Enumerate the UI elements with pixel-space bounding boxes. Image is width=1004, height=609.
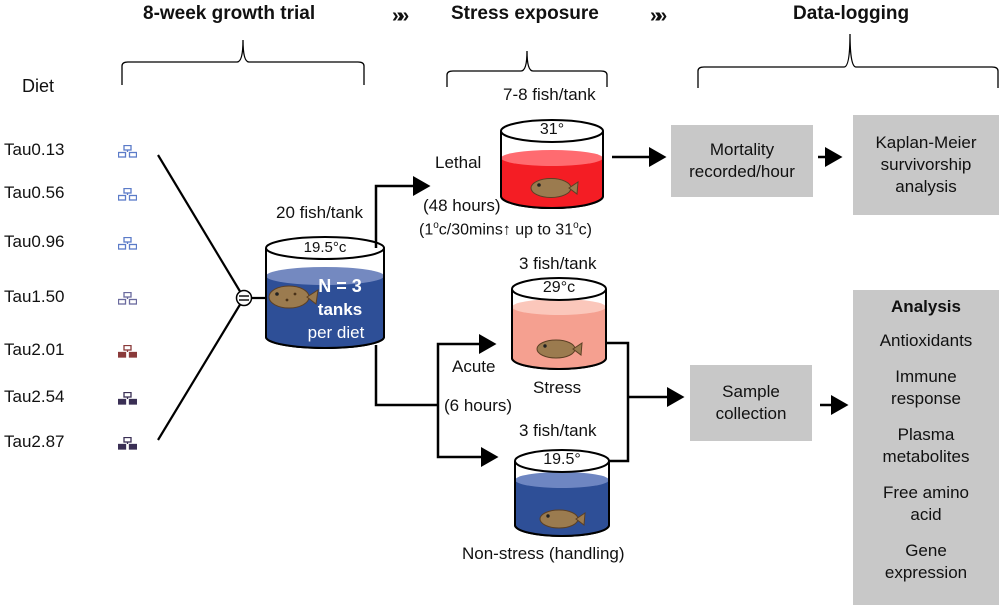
analysis-title: Analysis — [891, 297, 961, 316]
analysis-item-0: Antioxidants — [880, 330, 973, 352]
kaplan-line-2: survivorship — [880, 155, 972, 174]
arrow-to-lethal — [374, 176, 431, 248]
growth-tank-tanks: tanks — [317, 300, 363, 319]
lethal-ramp-part-a: (1 — [419, 221, 434, 239]
sample-line-1: Sample — [722, 382, 780, 401]
analysis-item-4-line-0: Gene — [905, 541, 947, 560]
mortality-line-2: recorded/hour — [689, 162, 795, 181]
growth-brace — [121, 39, 365, 85]
analysis-item-2: Plasma metabolites — [883, 424, 970, 468]
sample-line-2: collection — [715, 404, 787, 423]
header-chevron-2: »» — [650, 5, 667, 27]
diet-label: Diet — [22, 76, 55, 96]
analysis-item-1: Immune response — [891, 366, 961, 410]
growth-tank-fish-icon — [268, 285, 319, 309]
growth-tank-n: N = 3 — [318, 276, 362, 296]
growth-fish-per-tank: 20 fish/tank — [276, 203, 363, 222]
acute-branch-up — [436, 334, 497, 405]
diet-4-tank-icon — [117, 344, 138, 358]
growth-tank-temp: 19.5°c — [303, 239, 347, 256]
lethal-ramp-sup-2: o — [573, 220, 579, 231]
lethal-fish-per-tank: 7-8 fish/tank — [503, 85, 596, 104]
lethal-tank-fish-icon — [530, 178, 579, 198]
logging-brace — [697, 33, 999, 88]
stress-label: Stress — [533, 378, 582, 397]
lethal-tank-temp: 31° — [539, 121, 565, 138]
acute-branch-down — [436, 405, 499, 467]
diet-0-tank-icon — [117, 144, 138, 158]
nonstress-to-merge — [609, 394, 630, 463]
diet-1-label: Tau0.56 — [4, 183, 65, 202]
analysis-item-2-line-1: metabolites — [882, 447, 970, 466]
sample-collection-box: Sample collection — [690, 365, 812, 441]
diet-3-tank-icon — [117, 291, 138, 305]
analysis-item-3-line-0: Free amino — [883, 483, 969, 502]
lethal-ramp-part-d: c) — [578, 221, 592, 239]
stress-tank — [511, 277, 607, 370]
kaplan-line-1: Kaplan-Meier — [875, 133, 977, 152]
analysis-item-4: Gene expression — [885, 540, 967, 584]
growth-tank — [265, 236, 385, 349]
analysis-item-3-line-1: acid — [910, 505, 942, 524]
nonstress-fish-per-tank: 3 fish/tank — [519, 421, 597, 440]
stress-fish-per-tank: 3 fish/tank — [519, 254, 597, 273]
diet-2-label: Tau0.96 — [4, 232, 65, 251]
lethal-ramp-part-b: c/30mins — [438, 221, 503, 239]
header-chevron-1: »» — [392, 5, 409, 27]
diet-5-label: Tau2.54 — [4, 387, 65, 406]
lethal-ramp-part-c: up to 31 — [510, 221, 574, 239]
diet-5-tank-icon — [117, 391, 138, 405]
merge-node — [235, 289, 253, 307]
analysis-item-4-line-1: expression — [884, 563, 968, 582]
nonstress-tank — [514, 449, 610, 537]
stress-to-merge — [607, 341, 630, 394]
lethal-duration: (48 hours) — [423, 196, 501, 215]
arrow-to-acute — [374, 345, 438, 407]
analysis-item-3: Free amino acid — [883, 482, 969, 526]
growth-tank-per-diet: per diet — [307, 323, 365, 342]
nonstress-tank-fish-icon — [539, 509, 586, 529]
stress-tank-temp: 29°c — [542, 279, 576, 296]
header-stress-exposure: Stress exposure — [451, 3, 599, 24]
lethal-ramp-sup-1: o — [433, 220, 439, 231]
mortality-line-1: Mortality — [709, 140, 775, 159]
lethal-ramp-arrow-icon: ↑ — [502, 221, 511, 239]
stress-brace — [446, 50, 608, 87]
diet-6-tank-icon — [117, 436, 138, 450]
diet-1-tank-icon — [117, 187, 138, 201]
lethal-label: Lethal — [435, 153, 482, 172]
diet-0-label: Tau0.13 — [4, 140, 65, 159]
mortality-box: Mortality recorded/hour — [671, 125, 813, 197]
diet-4-label: Tau2.01 — [4, 340, 65, 359]
analysis-item-1-line-0: Immune — [895, 367, 957, 386]
lethal-ramp: (1oc/30mins↑ up to 31oc) — [419, 220, 592, 239]
acute-duration: (6 hours) — [444, 396, 513, 415]
diet-2-tank-icon — [117, 236, 138, 250]
nonstress-tank-temp: 19.5° — [543, 451, 581, 468]
stress-tank-fish-icon — [536, 339, 583, 359]
diet-3-label: Tau1.50 — [4, 287, 65, 306]
nonstress-label: Non-stress (handling) — [462, 544, 625, 563]
analysis-item-1-line-1: response — [891, 389, 961, 408]
acute-label: Acute — [452, 357, 496, 376]
kaplan-line-3: analysis — [895, 177, 957, 196]
diet-connector-lines — [157, 154, 245, 441]
header-growth-trial: 8-week growth trial — [143, 3, 316, 24]
analysis-item-0-line-0: Antioxidants — [879, 331, 973, 350]
header-data-logging: Data-logging — [793, 3, 910, 24]
analysis-item-2-line-0: Plasma — [897, 425, 955, 444]
diet-6-label: Tau2.87 — [4, 432, 65, 451]
kaplan-meier-box: Kaplan-Meier survivorship analysis — [853, 115, 999, 215]
